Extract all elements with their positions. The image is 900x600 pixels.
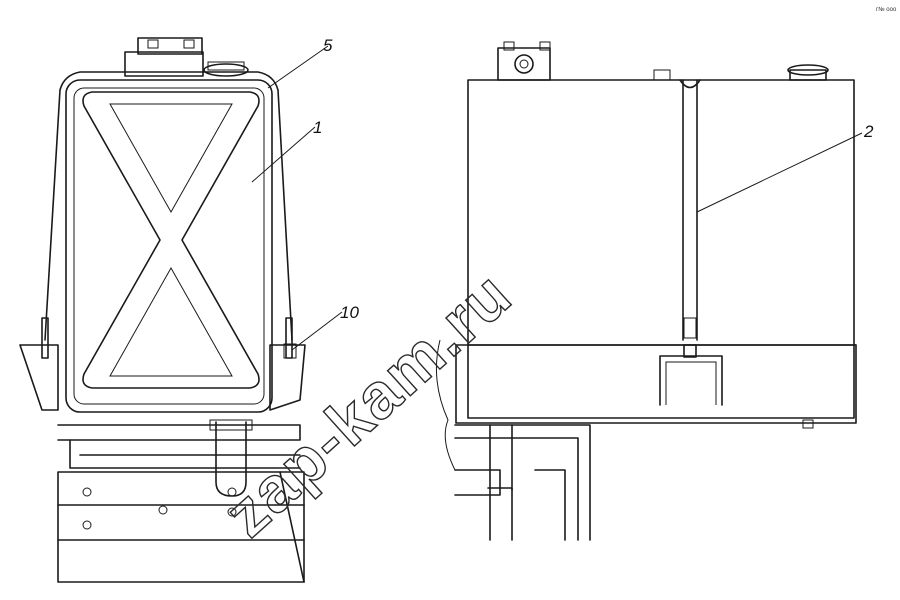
top-fittings: [124, 37, 249, 77]
side-view: [435, 41, 857, 541]
callout-2: 2: [863, 122, 874, 141]
corner-note: г№ ооо: [876, 6, 897, 13]
callout-10: 10: [340, 303, 359, 322]
side-frame: [435, 339, 814, 541]
tank-x-stiffener: [82, 91, 260, 389]
fuel-tank-body: [65, 79, 273, 413]
leader-5: [267, 45, 329, 89]
callout-5: 5: [323, 36, 333, 55]
side-tank-body: [467, 79, 855, 419]
side-brackets: [19, 317, 306, 411]
frame-rail: [57, 419, 305, 583]
leader-2: [696, 132, 863, 213]
callouts: 5 1 10 2: [251, 36, 874, 351]
leader-10: [291, 311, 343, 351]
side-strap: [679, 79, 701, 358]
front-view: [19, 37, 306, 583]
strap-band: [44, 71, 293, 341]
watermark: zap-kam.ru: [211, 257, 525, 550]
callout-1: 1: [313, 118, 322, 137]
leader-1: [251, 126, 316, 183]
